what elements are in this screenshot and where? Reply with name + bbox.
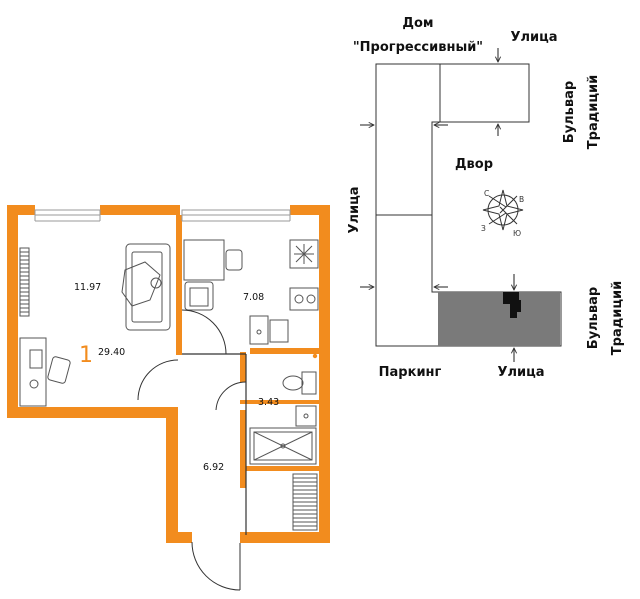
partitions: [182, 353, 247, 535]
compass-east: В: [519, 195, 524, 204]
radiator-icon: [292, 473, 318, 531]
table-icon: [183, 239, 243, 281]
building-section: [438, 292, 560, 346]
armchair-icon: [47, 356, 71, 384]
compass-rose-icon: [482, 189, 524, 231]
doors: [137, 309, 247, 591]
toilet-icon: [282, 371, 317, 395]
sink-icon: [295, 405, 317, 427]
stove-icon: [289, 239, 319, 311]
total-area: 29.40: [98, 347, 125, 358]
building-name-line1: Дом: [402, 16, 433, 31]
bathroom-area: 3.43: [258, 397, 279, 408]
floor-plan: 11.97 7.08 1 29.40 3.43 6.92: [7, 205, 330, 591]
hall-area: 6.92: [203, 462, 224, 473]
radiator-icon: [19, 247, 30, 317]
parking-label: Паркинг: [379, 365, 442, 380]
boulevard-bottom-line1: Бульвар: [586, 287, 601, 349]
shower-icon: [249, 427, 317, 465]
boulevard-top-line1: Бульвар: [562, 81, 577, 143]
windows: [34, 209, 291, 222]
sofa-icon: [121, 243, 171, 331]
boulevard-bottom-line2: Традиций: [610, 281, 625, 355]
street-bottom-label: Улица: [497, 365, 544, 380]
armchair-icon: [184, 281, 214, 311]
street-top-label: Улица: [510, 30, 557, 45]
building-name-line2: "Прогрессивный": [353, 40, 483, 55]
boulevard-top-line2: Традиций: [586, 75, 601, 149]
compass-south: Ю: [513, 229, 521, 238]
site-plan: С В Ю З Дом "Прогрессивный" Улица Двор П…: [347, 16, 625, 380]
building-outline: [375, 63, 562, 347]
rooms-count: 1: [79, 343, 93, 368]
yard-label: Двор: [455, 157, 493, 172]
living-area: 11.97: [74, 282, 101, 293]
desk-icon: [19, 337, 47, 407]
sink-icon: [249, 315, 289, 345]
outer-walls: [7, 205, 330, 543]
arrow-icon: [360, 48, 514, 362]
street-left-label: Улица: [347, 186, 362, 233]
compass-west: З: [481, 224, 486, 233]
apartment-marker: [503, 292, 521, 318]
compass-north: С: [484, 189, 489, 198]
ventilation-marker: [312, 353, 318, 359]
kitchen-area: 7.08: [243, 292, 264, 303]
